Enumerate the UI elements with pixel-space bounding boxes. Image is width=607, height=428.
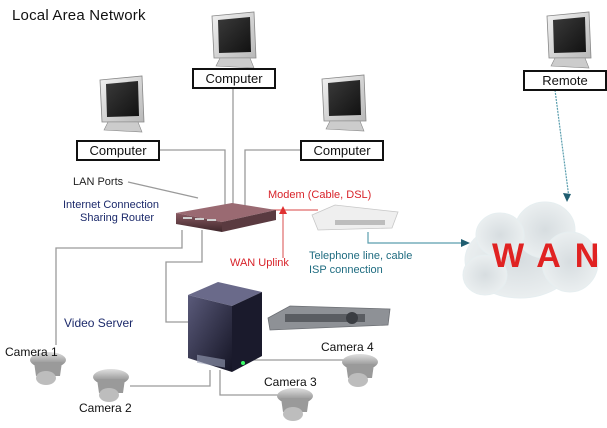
wan-uplink-link xyxy=(272,209,318,258)
monitor-icon-top xyxy=(211,11,257,69)
isp-arrow-icon xyxy=(461,239,470,247)
video-server-icon xyxy=(188,282,262,372)
camera-label-4: Camera 4 xyxy=(321,340,374,354)
video-server-label: Video Server xyxy=(64,316,134,330)
monitor-icon-right xyxy=(321,74,367,132)
wan-cloud-icon xyxy=(462,201,599,299)
uplink-arrow-icon xyxy=(279,206,287,214)
lan-ports-label: LAN Ports xyxy=(73,176,124,188)
camera-icon-4 xyxy=(342,354,378,387)
router-icon xyxy=(176,203,276,232)
cable-camera-1 xyxy=(55,230,183,345)
cable-left-computer xyxy=(160,149,226,208)
lan-ports-pointer xyxy=(127,181,199,199)
camera-icon-1 xyxy=(30,352,66,385)
wan-label: WAN xyxy=(492,237,607,275)
diagram-title: Local Area Network xyxy=(12,7,146,24)
cable-video-server xyxy=(165,230,203,323)
modem-icon xyxy=(311,204,399,231)
isp-label-line1: Telephone line, cable xyxy=(309,250,413,262)
remote-label: Remote xyxy=(523,70,607,91)
router-label-line2: Sharing Router xyxy=(80,212,154,224)
camera-label-1: Camera 1 xyxy=(5,345,58,359)
computer-label-left: Computer xyxy=(76,140,160,161)
cable-right-computer xyxy=(244,149,300,208)
camera-icon-3 xyxy=(277,388,313,421)
cable-camera-3 xyxy=(219,370,285,396)
camera-label-3: Camera 3 xyxy=(264,375,317,389)
camera-icon-2 xyxy=(93,369,129,402)
wan-uplink-label: WAN Uplink xyxy=(230,257,289,269)
computer-label-right: Computer xyxy=(300,140,384,161)
computer-label-top: Computer xyxy=(192,68,276,89)
remote-arrow-icon xyxy=(563,193,571,202)
monitor-icon-remote xyxy=(546,11,592,69)
modem-label: Modem (Cable, DSL) xyxy=(268,189,372,201)
monitor-icon-left xyxy=(99,75,145,133)
isp-link xyxy=(367,89,570,244)
cable-camera-2 xyxy=(130,370,211,387)
router-label-line1: Internet Connection xyxy=(63,199,160,211)
camera-label-2: Camera 2 xyxy=(79,401,132,415)
lan-cables xyxy=(55,87,345,396)
dvr-icon xyxy=(267,305,391,331)
isp-label-line2: ISP connection xyxy=(309,264,383,276)
